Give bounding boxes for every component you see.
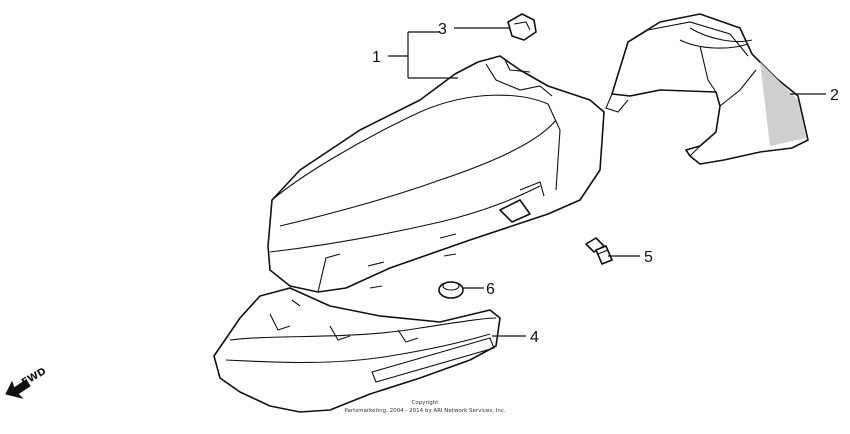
part-2-rear-cover xyxy=(605,13,809,165)
callout-2: 2 xyxy=(830,87,839,104)
part-1-body-cover xyxy=(267,55,605,293)
fwd-indicator: FWD xyxy=(5,366,48,399)
part-6-grommet xyxy=(438,281,464,299)
leader-lines xyxy=(388,27,826,337)
callout-5: 5 xyxy=(644,249,653,266)
copyright-line-2: Partsmarketing, 2004 - 2014 by ARI Netwo… xyxy=(344,408,505,414)
callout-4: 4 xyxy=(530,329,539,346)
callout-6: 6 xyxy=(486,281,495,298)
part-5-bolt xyxy=(585,237,613,265)
copyright-line-1: Copyright xyxy=(412,400,440,406)
callout-1: 1 xyxy=(372,49,381,66)
part-4-under-cover xyxy=(213,287,501,413)
part-3-clip xyxy=(507,13,537,41)
arrow-left-down-icon xyxy=(5,379,31,399)
leader-1 xyxy=(388,31,458,79)
callout-3: 3 xyxy=(438,21,447,38)
fwd-label: FWD xyxy=(20,366,48,389)
